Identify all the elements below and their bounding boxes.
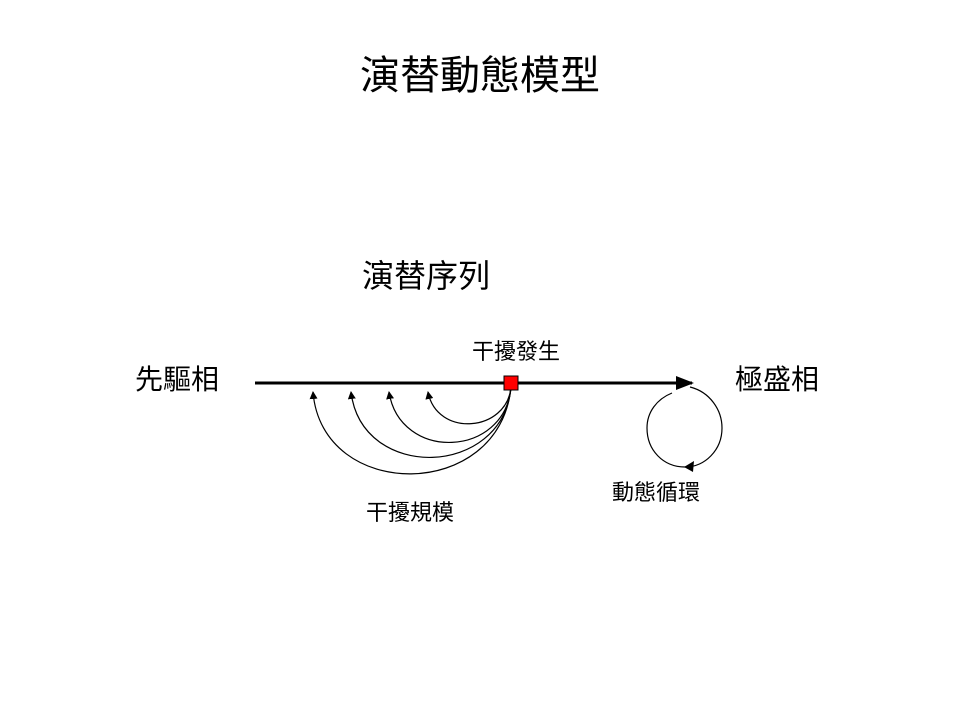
disturbance-arc-3 [347,386,512,458]
disturbance-arc-4 [309,386,512,475]
succession-sequence-label: 演替序列 [362,257,491,295]
dynamic-cycle-label: 動態循環 [612,481,701,506]
succession-axis-arrowhead [676,376,694,390]
disturbance-arc-2 [386,386,512,443]
climax-stage-label: 極盛相 [735,363,820,396]
dynamic-cycle-arrowhead [684,461,694,472]
disturbance-occurrence-label: 干擾發生 [472,340,561,365]
disturbance-marker [503,375,519,391]
slide-title: 演替動態模型 [360,53,600,99]
pioneer-stage-label: 先驅相 [135,363,220,396]
disturbance-scale-label: 干擾規模 [366,501,455,526]
dynamic-cycle-loop [646,386,723,468]
disturbance-arc-1 [425,386,512,425]
